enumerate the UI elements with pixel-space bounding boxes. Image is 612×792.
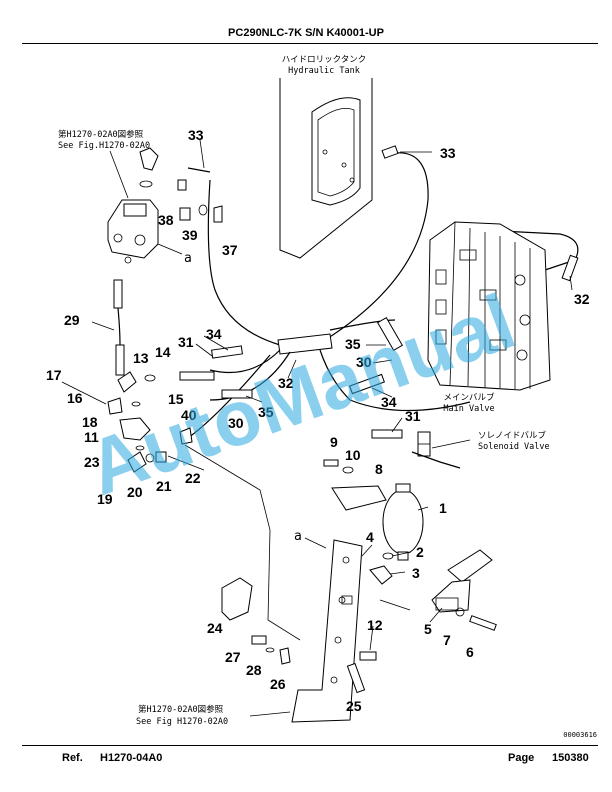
footer-ref-label: Ref. <box>62 752 83 764</box>
callout-33-left: 33 <box>188 127 204 143</box>
callout-35-right: 35 <box>345 336 361 352</box>
callout-14: 14 <box>155 344 171 360</box>
callout-5: 5 <box>424 621 432 637</box>
callout-3: 3 <box>412 565 420 581</box>
callout-31-left: 31 <box>178 334 194 350</box>
callout-11: 11 <box>84 429 99 445</box>
tank-label-jp: ハイドロリックタンク <box>282 55 367 65</box>
footer-rule <box>22 745 598 746</box>
callout-13: 13 <box>133 350 149 366</box>
bracket-8 <box>323 459 387 511</box>
hose-29-end <box>115 344 125 376</box>
callout-32-right: 32 <box>574 291 590 307</box>
callout-21: 21 <box>156 478 172 494</box>
callout-27: 27 <box>225 649 241 665</box>
callout-7: 7 <box>443 632 451 648</box>
callout-31-right: 31 <box>405 408 421 424</box>
pilot-valve-assembly <box>107 147 223 264</box>
bolt-12 <box>359 651 377 661</box>
main-valve <box>427 221 551 391</box>
solenoid-valve <box>411 431 471 469</box>
fitting-30-left <box>221 389 253 399</box>
callout-16: 16 <box>67 390 83 406</box>
callout-6: 6 <box>466 644 474 660</box>
callout-39: 39 <box>182 227 198 243</box>
callout-2: 2 <box>416 544 424 560</box>
callout-24: 24 <box>207 620 223 636</box>
leader-lines <box>61 139 573 651</box>
callout-15: 15 <box>168 391 184 407</box>
drawing-number: 00003616 <box>563 731 597 739</box>
hydraulic-tank <box>279 78 373 259</box>
header-rule <box>22 43 598 44</box>
callout-33-right: 33 <box>440 145 456 161</box>
solenoid-label-en: Solenoid Valve <box>478 442 550 452</box>
elbow-3 <box>369 565 393 585</box>
callout-37: 37 <box>222 242 238 258</box>
callout-23: 23 <box>84 454 100 470</box>
hose-33-left <box>207 179 281 346</box>
bolt-25 <box>346 662 366 694</box>
footer-page-label: Page <box>508 752 535 764</box>
left-fitting-cluster <box>107 371 193 473</box>
bolt-27 <box>251 635 267 645</box>
main-valve-label-en: Main Valve <box>443 404 494 414</box>
fitting-34-right <box>349 373 385 395</box>
see-fig-top-jp: 第H1270-02A0図参照 <box>58 129 144 140</box>
page-title: PC290NLC-7K S/N K40001-UP <box>228 27 384 39</box>
callout-34-right: 34 <box>381 394 397 410</box>
callout-25: 25 <box>346 698 362 714</box>
callout-18: 18 <box>82 414 98 430</box>
callout-9: 9 <box>330 434 338 450</box>
footer-ref-value: H1270-04A0 <box>100 752 163 764</box>
fitting-left-mid <box>179 371 215 381</box>
callout-40: 40 <box>181 407 197 423</box>
pedal-5 <box>431 549 497 631</box>
solenoid-label-jp: ソレノイドバルブ <box>478 430 547 441</box>
callout-29: 29 <box>64 312 80 328</box>
callout-numbers: 1 2 3 4 5 6 7 8 9 10 11 12 13 14 15 16 1… <box>46 127 590 714</box>
main-valve-label-jp: メインバルブ <box>443 392 495 403</box>
callout-22: 22 <box>185 470 201 486</box>
callout-8: 8 <box>375 461 383 477</box>
tank-label-en: Hydraulic Tank <box>288 66 360 76</box>
cover-24 <box>221 577 253 621</box>
see-fig-bottom-jp: 第H1270-02A0図参照 <box>138 704 224 715</box>
callout-30-left: 30 <box>228 415 244 431</box>
callout-4: 4 <box>366 529 374 545</box>
callout-17: 17 <box>46 367 62 383</box>
callout-30-right: 30 <box>356 354 372 370</box>
see-fig-bottom-en: See Fig H1270-02A0 <box>136 717 228 727</box>
footer-page-value: 150380 <box>552 752 589 764</box>
see-fig-top-en: See Fig.H1270-02A0 <box>58 141 150 151</box>
callout-32-left: 32 <box>278 375 294 391</box>
callout-1: 1 <box>439 500 447 516</box>
reference-a-bottom: a <box>294 529 302 544</box>
callout-35-left: 35 <box>258 404 274 420</box>
fitting-32-right <box>561 254 579 282</box>
fitting-31-right <box>371 429 403 439</box>
fitting-34-left <box>211 345 243 359</box>
callout-26: 26 <box>270 676 286 692</box>
callout-20: 20 <box>127 484 143 500</box>
fitting-33-tank <box>381 145 399 159</box>
callout-38: 38 <box>158 212 174 228</box>
callout-34-left: 34 <box>206 326 222 342</box>
reference-a-top: a <box>184 251 192 266</box>
callout-10: 10 <box>345 447 361 463</box>
callout-19: 19 <box>97 491 113 507</box>
plate-4 <box>291 539 363 723</box>
hose-29-fitting <box>113 279 123 309</box>
callout-12: 12 <box>367 617 383 633</box>
fitting-35-right <box>376 316 404 352</box>
hose-33-right <box>324 152 429 341</box>
clip-26 <box>279 647 291 665</box>
callout-28: 28 <box>246 662 262 678</box>
